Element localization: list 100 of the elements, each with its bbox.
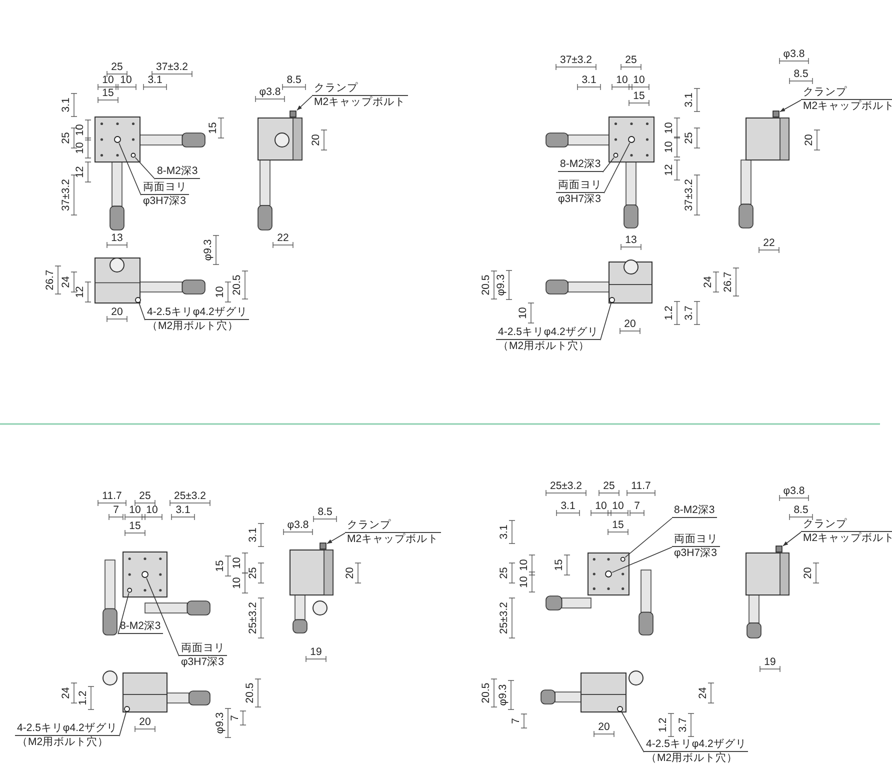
dimension-value: 20 bbox=[598, 722, 610, 732]
dimension-value: 3.1 bbox=[148, 74, 162, 86]
dimension-value: 24 bbox=[698, 687, 708, 699]
dimension-value: 26.7 bbox=[44, 270, 56, 290]
dimension-value: 10 bbox=[102, 74, 114, 86]
dimension-value: 37±3.2 bbox=[560, 54, 592, 66]
leader-line bbox=[602, 157, 614, 173]
dimension-value: φ3.8 bbox=[259, 86, 281, 98]
callout-text: M2キャップボルト bbox=[802, 532, 892, 546]
dimension-value: 25 bbox=[625, 54, 637, 66]
cap-bolt-head bbox=[320, 542, 326, 550]
leader-line bbox=[782, 532, 802, 546]
hole-mark bbox=[620, 556, 626, 562]
dimension-value: 8.5 bbox=[794, 504, 808, 516]
dimension-value: 19 bbox=[764, 656, 776, 668]
leader-line bbox=[780, 100, 802, 112]
dimension-value: 25 bbox=[111, 62, 123, 72]
dimension-value: 1.2 bbox=[78, 690, 88, 706]
dimension-value: 11.7 bbox=[631, 480, 651, 492]
callout-text: 4-2.5キリφ4.2ザグリ bbox=[496, 326, 600, 340]
callout-text: 8-M2深3 bbox=[155, 165, 200, 180]
dimension-value: 25 bbox=[248, 567, 258, 579]
dimension-value: 1.2 bbox=[658, 718, 668, 732]
dimension-value: 12 bbox=[74, 286, 86, 298]
leader-line bbox=[624, 518, 672, 558]
dimension-value: 15 bbox=[554, 559, 564, 571]
dimension-value: 24 bbox=[60, 276, 72, 288]
dimension-value: 3.1 bbox=[498, 524, 510, 540]
dimension-value: 15 bbox=[214, 560, 226, 572]
callout-text: クランプ bbox=[801, 86, 892, 100]
dimension-value: 20.5 bbox=[480, 274, 492, 296]
callout-text: φ3H7深3 bbox=[557, 193, 602, 206]
dimension-value: 20.5 bbox=[244, 682, 256, 704]
leader-line bbox=[604, 142, 630, 194]
dimension-value: 25 bbox=[498, 567, 510, 579]
dimension-value: 10 bbox=[518, 559, 530, 571]
dimension-value: φ3.8 bbox=[783, 48, 805, 60]
dimension-value: 10 bbox=[232, 557, 242, 569]
dimension-value: 24 bbox=[702, 276, 714, 288]
dimension-value: 20.5 bbox=[480, 682, 492, 704]
dimension-value: 25±3.2 bbox=[550, 480, 582, 492]
dimension-value: 10 bbox=[633, 74, 645, 86]
dimension-value: 3.1 bbox=[684, 92, 694, 108]
dimension-value: 20 bbox=[344, 567, 356, 579]
dimension-value: φ9.3 bbox=[496, 274, 506, 296]
leader-line bbox=[138, 302, 146, 321]
callout-text: 8-M2深3 bbox=[558, 158, 603, 172]
dimension-value: 20.5 bbox=[232, 274, 242, 296]
cap-bolt-head bbox=[290, 110, 296, 118]
leader-line bbox=[118, 142, 142, 196]
dimension-value: 12 bbox=[74, 166, 86, 178]
dimension-value: 25 bbox=[684, 132, 694, 144]
dimension-value: 25±3.2 bbox=[498, 602, 510, 634]
hole-mark bbox=[135, 297, 141, 303]
leader-line bbox=[612, 546, 672, 573]
dimension-value: 20 bbox=[310, 134, 322, 146]
callout-text: 4-2.5キリφ4.2ザグリ bbox=[644, 738, 748, 752]
callout-text: 両面ヨリ bbox=[672, 533, 720, 548]
dimension-value: 3.1 bbox=[176, 504, 190, 516]
dimension-value: 1.2 bbox=[664, 306, 674, 320]
hole-mark bbox=[605, 570, 612, 578]
dimension-value: 3.1 bbox=[582, 74, 596, 86]
dimension-value: 10 bbox=[518, 576, 530, 588]
hole-mark bbox=[609, 297, 615, 303]
callout-text: M2キャップボルト bbox=[802, 100, 892, 114]
dimension-value: 10 bbox=[518, 307, 528, 319]
dimension-value: 15 bbox=[129, 520, 141, 532]
callout-text: 両面ヨリ bbox=[179, 642, 227, 656]
dimension-value: φ3.8 bbox=[783, 486, 805, 496]
dimension-value: φ9.3 bbox=[214, 712, 226, 734]
dimension-value: 15 bbox=[633, 90, 645, 102]
dimension-value: 20 bbox=[624, 318, 636, 330]
dimension-value: 25 bbox=[139, 490, 151, 502]
hole-mark bbox=[124, 706, 130, 712]
dimension-value: 3.1 bbox=[248, 528, 258, 542]
dimension-value: 10 bbox=[214, 286, 226, 298]
dimension-value: 22 bbox=[763, 238, 775, 248]
leader-line bbox=[621, 712, 644, 753]
dimension-value: 10 bbox=[74, 124, 86, 136]
dimension-value: 15 bbox=[102, 88, 114, 98]
callout-text: 両面ヨリ bbox=[556, 179, 604, 194]
callout-text: M2キャップボルト bbox=[313, 96, 407, 110]
dimension-value: 10 bbox=[616, 74, 628, 86]
dimension-value: 10 bbox=[664, 141, 674, 153]
dimension-value: 20 bbox=[804, 134, 814, 146]
dimension-value: 37±3.2 bbox=[684, 178, 694, 212]
dimension-value: 37±3.2 bbox=[156, 62, 188, 72]
leader-line bbox=[296, 96, 312, 111]
callout-text: 両面ヨリ bbox=[141, 181, 189, 196]
callout-text: 8-M2深3 bbox=[672, 504, 717, 518]
dimension-value: 7 bbox=[634, 500, 640, 512]
callout-text: クランプ bbox=[312, 82, 408, 96]
dimension-value: φ3.8 bbox=[287, 520, 309, 530]
dimension-value: 11.7 bbox=[102, 490, 122, 502]
dimension-value: 10 bbox=[146, 504, 158, 516]
dimension-value: 24 bbox=[60, 687, 72, 699]
dimension-value: 25±3.2 bbox=[174, 490, 206, 502]
dimension-value: φ9.3 bbox=[498, 684, 508, 706]
callout-text: （M2用ボルト穴） bbox=[146, 320, 240, 334]
dimension-value: 25±3.2 bbox=[248, 602, 258, 634]
